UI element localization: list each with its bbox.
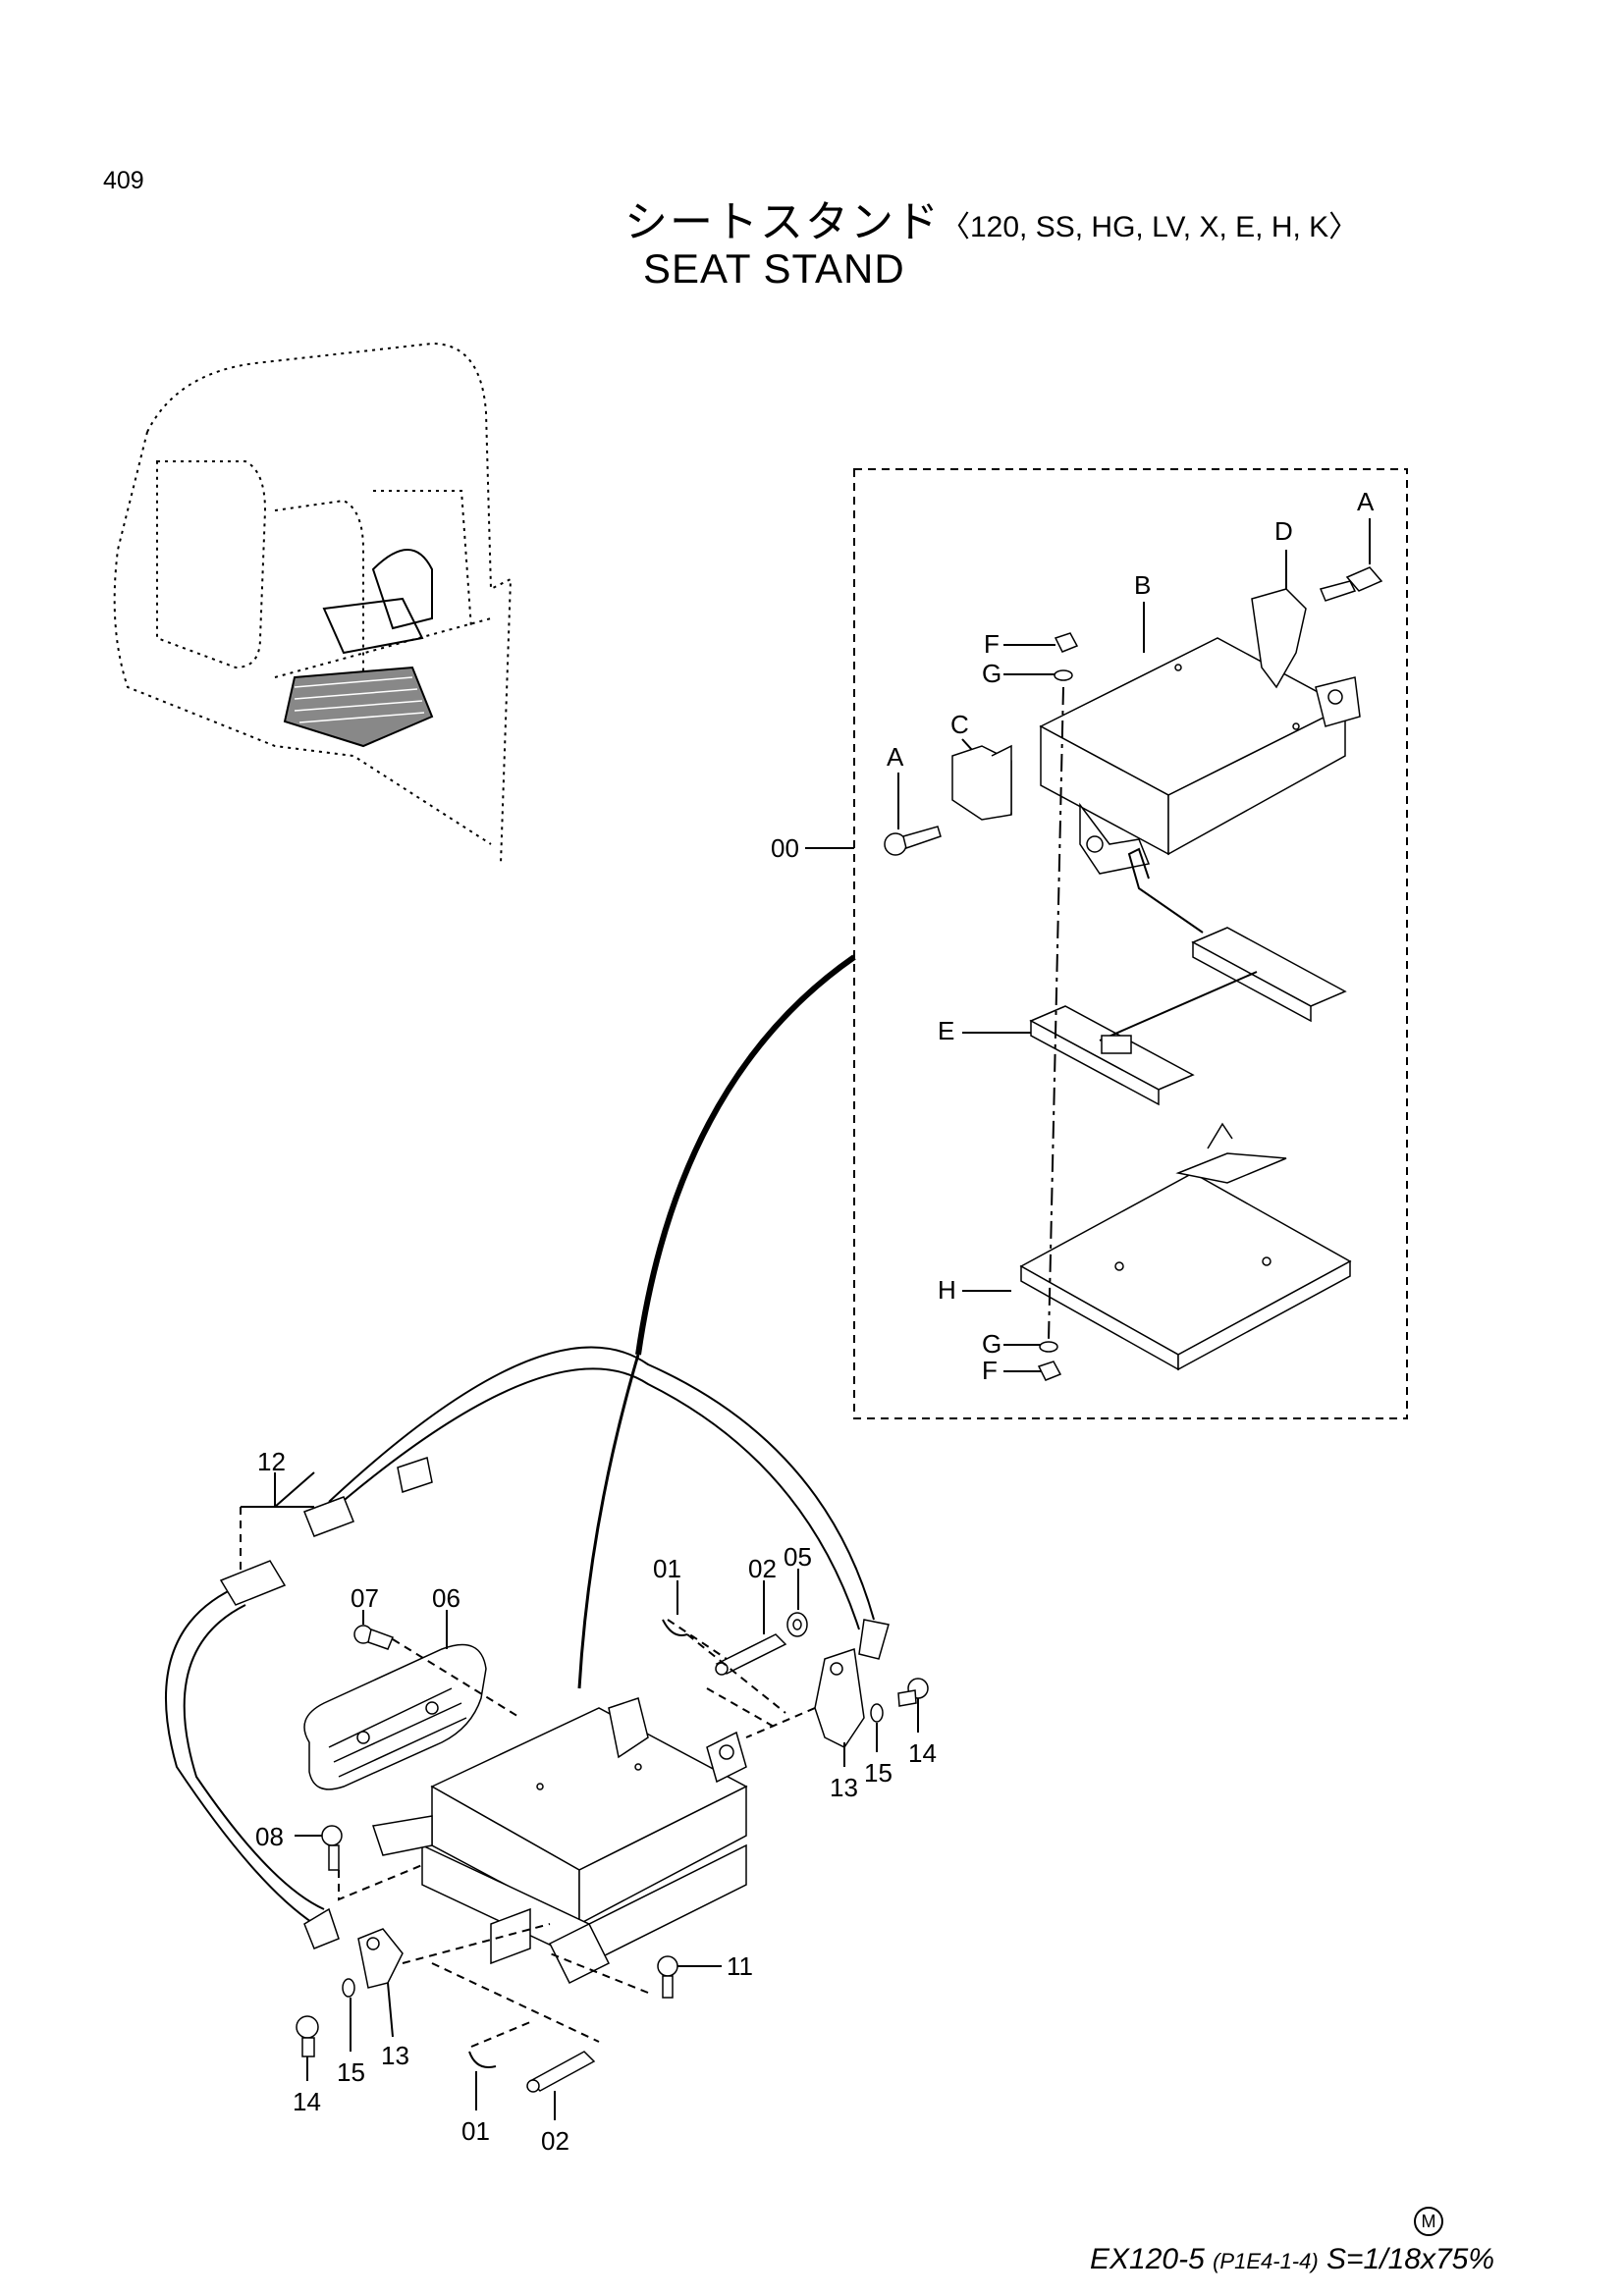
m-mark: M — [1414, 2207, 1443, 2236]
seat-stand-highlight — [283, 666, 434, 748]
callout-02-lower: 02 — [541, 2126, 569, 2156]
center-line — [1048, 686, 1064, 1341]
callout-14-right: 14 — [908, 1738, 937, 1768]
bracket-C — [951, 744, 1012, 821]
callout-01-lower: 01 — [461, 2116, 490, 2146]
bolt-14-right — [897, 1678, 929, 1707]
callout-F-bottom: F — [982, 1356, 998, 1385]
callout-B: B — [1134, 570, 1151, 600]
bracket-13-left — [357, 1928, 404, 1989]
callout-01-upper: 01 — [653, 1554, 681, 1583]
callout-08: 08 — [255, 1822, 284, 1851]
model-list: 〈120, SS, HG, LV, X, E, H, K〉 — [941, 211, 1359, 243]
callout-C: C — [950, 710, 969, 739]
washer-G-bottom — [1039, 1341, 1058, 1353]
callout-G-bottom: G — [982, 1329, 1001, 1359]
lower-leaders — [241, 1471, 919, 2120]
callout-06: 06 — [432, 1583, 460, 1613]
footer-ref: (P1E4-1-4) — [1213, 2249, 1319, 2273]
title-japanese: シートスタンド〈120, SS, HG, LV, X, E, H, K〉 — [624, 187, 1358, 249]
bracket-D — [1251, 588, 1307, 689]
callout-H: H — [938, 1275, 956, 1305]
callout-A-top: A — [1357, 487, 1375, 516]
pin-02-upper — [715, 1633, 787, 1676]
callout-07: 07 — [351, 1583, 379, 1613]
footer-model: EX120-5 — [1090, 2243, 1205, 2275]
pin-02-lower — [526, 2051, 596, 2093]
callout-00: 00 — [771, 833, 799, 863]
slide-rail-E — [1029, 847, 1347, 1106]
callout-12: 12 — [257, 1447, 286, 1476]
callout-15-right: 15 — [864, 1758, 893, 1788]
callout-13-right: 13 — [830, 1773, 858, 1802]
washer-15-right — [870, 1703, 884, 1723]
washer-15-left — [342, 1978, 355, 1998]
seat-belt-12 — [165, 1346, 890, 1949]
bolt-07 — [353, 1625, 394, 1650]
footer-scale: S=1/18x75% — [1326, 2243, 1494, 2275]
bolt-14-left — [296, 2015, 319, 2057]
assembly-connector — [635, 954, 856, 1356]
seat-stand-assembly-lower — [372, 1697, 748, 1985]
footer-caption: EX120-5 (P1E4-1-4) S=1/18x75% — [1090, 2243, 1494, 2276]
bracket-13-right — [814, 1648, 865, 1748]
title-english: SEAT STAND — [643, 245, 905, 292]
lower-dashed-leaders — [240, 1507, 816, 2048]
callout-05: 05 — [784, 1542, 812, 1572]
callout-A-left: A — [887, 742, 904, 772]
callout-11: 11 — [727, 1951, 753, 1981]
page-number: 409 — [103, 167, 144, 194]
bolt-08 — [321, 1825, 343, 1871]
callout-13-left: 13 — [381, 2041, 409, 2070]
bolt-11 — [657, 1955, 678, 1999]
callout-D: D — [1274, 516, 1293, 546]
base-plate-H — [1019, 1122, 1352, 1371]
nut-F-top — [1054, 632, 1079, 653]
armrest-pad-06 — [303, 1643, 487, 1790]
callout-F-top: F — [984, 629, 1000, 659]
callout-15-left: 15 — [337, 2057, 365, 2087]
washer-05 — [786, 1612, 808, 1637]
assembly-00-boundary — [853, 468, 1408, 1419]
seat-stand-body-B — [1039, 637, 1361, 875]
cab-overview-illustration — [113, 342, 513, 865]
callout-E: E — [938, 1016, 954, 1045]
callout-02-upper: 02 — [748, 1554, 777, 1583]
bolt-A-top — [1319, 566, 1383, 602]
bolt-A-left — [884, 826, 942, 856]
nut-F-bottom — [1037, 1361, 1062, 1381]
assembly-leaders — [897, 518, 1371, 1372]
callout-14-left: 14 — [293, 2087, 321, 2116]
title-jp-text: シートスタンド — [624, 198, 941, 246]
pin-01-upper — [662, 1619, 688, 1636]
pin-01-lower — [468, 2051, 497, 2068]
callout-G-top: G — [982, 659, 1001, 688]
washer-G-top — [1054, 669, 1073, 681]
